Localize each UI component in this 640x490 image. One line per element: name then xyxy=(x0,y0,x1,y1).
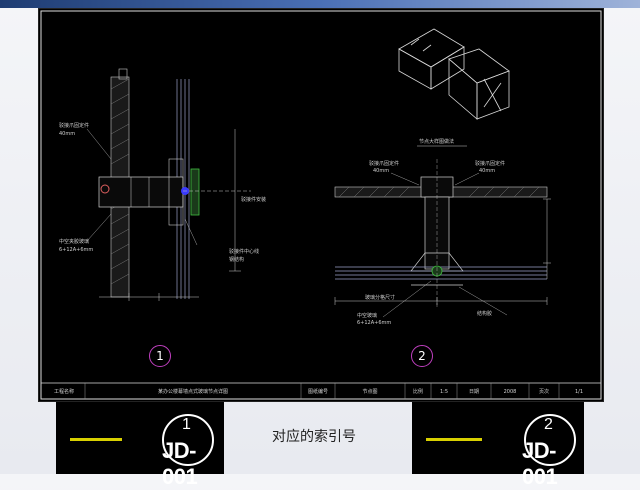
title-block-sheet: 1/1 xyxy=(574,389,584,395)
title-block-drawing-name: 某办公楼幕墙点式玻璃节点详图 xyxy=(157,389,228,395)
cad-drawing: 驳接爪固定件 40mm 驳接件安装 中空夹胶玻璃 6+12A+6mm 驳接件中心… xyxy=(40,10,602,400)
detail-number-2: 2 xyxy=(411,345,433,367)
right-annotation-6: 6+12A+6mm xyxy=(357,320,391,326)
left-annotation-6: 驳接件中心线 xyxy=(229,248,259,255)
index-number-right: 2 xyxy=(544,416,553,433)
right-annotation-3: 驳接爪固定件 xyxy=(475,160,505,167)
title-block-date: 2008 xyxy=(503,389,517,395)
right-annotation-2: 40mm xyxy=(373,168,389,174)
detail-number-1: 1 xyxy=(149,345,171,367)
left-annotation-7: 钢结构 xyxy=(229,256,244,263)
index-caption: 对应的索引号 xyxy=(272,429,356,445)
title-block-project-label: 工程名称 xyxy=(53,389,74,395)
right-annotation-1: 驳接爪固定件 xyxy=(369,160,399,167)
left-annotation-2: 40mm xyxy=(59,131,75,137)
iso-fitting-drawing xyxy=(398,28,510,120)
title-block-scale: 1:5 xyxy=(439,389,449,395)
index-code-right: JD-001 xyxy=(522,438,558,489)
cad-drawing-frame: 驳接爪固定件 40mm 驳接件安装 中空夹胶玻璃 6+12A+6mm 驳接件中心… xyxy=(38,8,604,402)
index-circle-right xyxy=(524,414,576,466)
index-code-left: JD-001 xyxy=(162,438,198,489)
index-number-left: 1 xyxy=(182,416,191,433)
left-annotation-4: 中空夹胶玻璃 xyxy=(59,238,89,245)
right-detail-title: 节点大样图做法 xyxy=(419,138,454,145)
index-circle-left xyxy=(162,414,214,466)
left-annotation-3: 驳接件安装 xyxy=(241,196,266,203)
index-line-left xyxy=(70,438,122,441)
title-block-drawing-no: 节点图 xyxy=(362,389,378,395)
slide-header-bar xyxy=(0,0,640,8)
left-annotation-1: 驳接爪固定件 xyxy=(59,122,89,129)
title-block-date-label: 日期 xyxy=(468,389,479,395)
title-block-sheet-label: 页次 xyxy=(538,389,549,395)
right-annotation-7: 玻璃分格尺寸 xyxy=(365,294,395,301)
right-annotation-5: 中空玻璃 xyxy=(357,312,377,319)
title-block-scale-label: 比例 xyxy=(412,389,423,395)
title-block-drawing-no-label: 图纸编号 xyxy=(307,389,328,395)
right-annotation-8: 结构胶 xyxy=(477,310,492,317)
right-detail-drawing xyxy=(334,159,551,318)
left-detail-drawing xyxy=(86,68,251,301)
index-panel-right: 2 JD-001 xyxy=(412,402,584,489)
left-annotation-5: 6+12A+6mm xyxy=(59,247,93,253)
right-annotation-4: 40mm xyxy=(479,168,495,174)
index-panel-left: 1 JD-001 xyxy=(56,402,224,489)
index-line-right xyxy=(426,438,482,441)
